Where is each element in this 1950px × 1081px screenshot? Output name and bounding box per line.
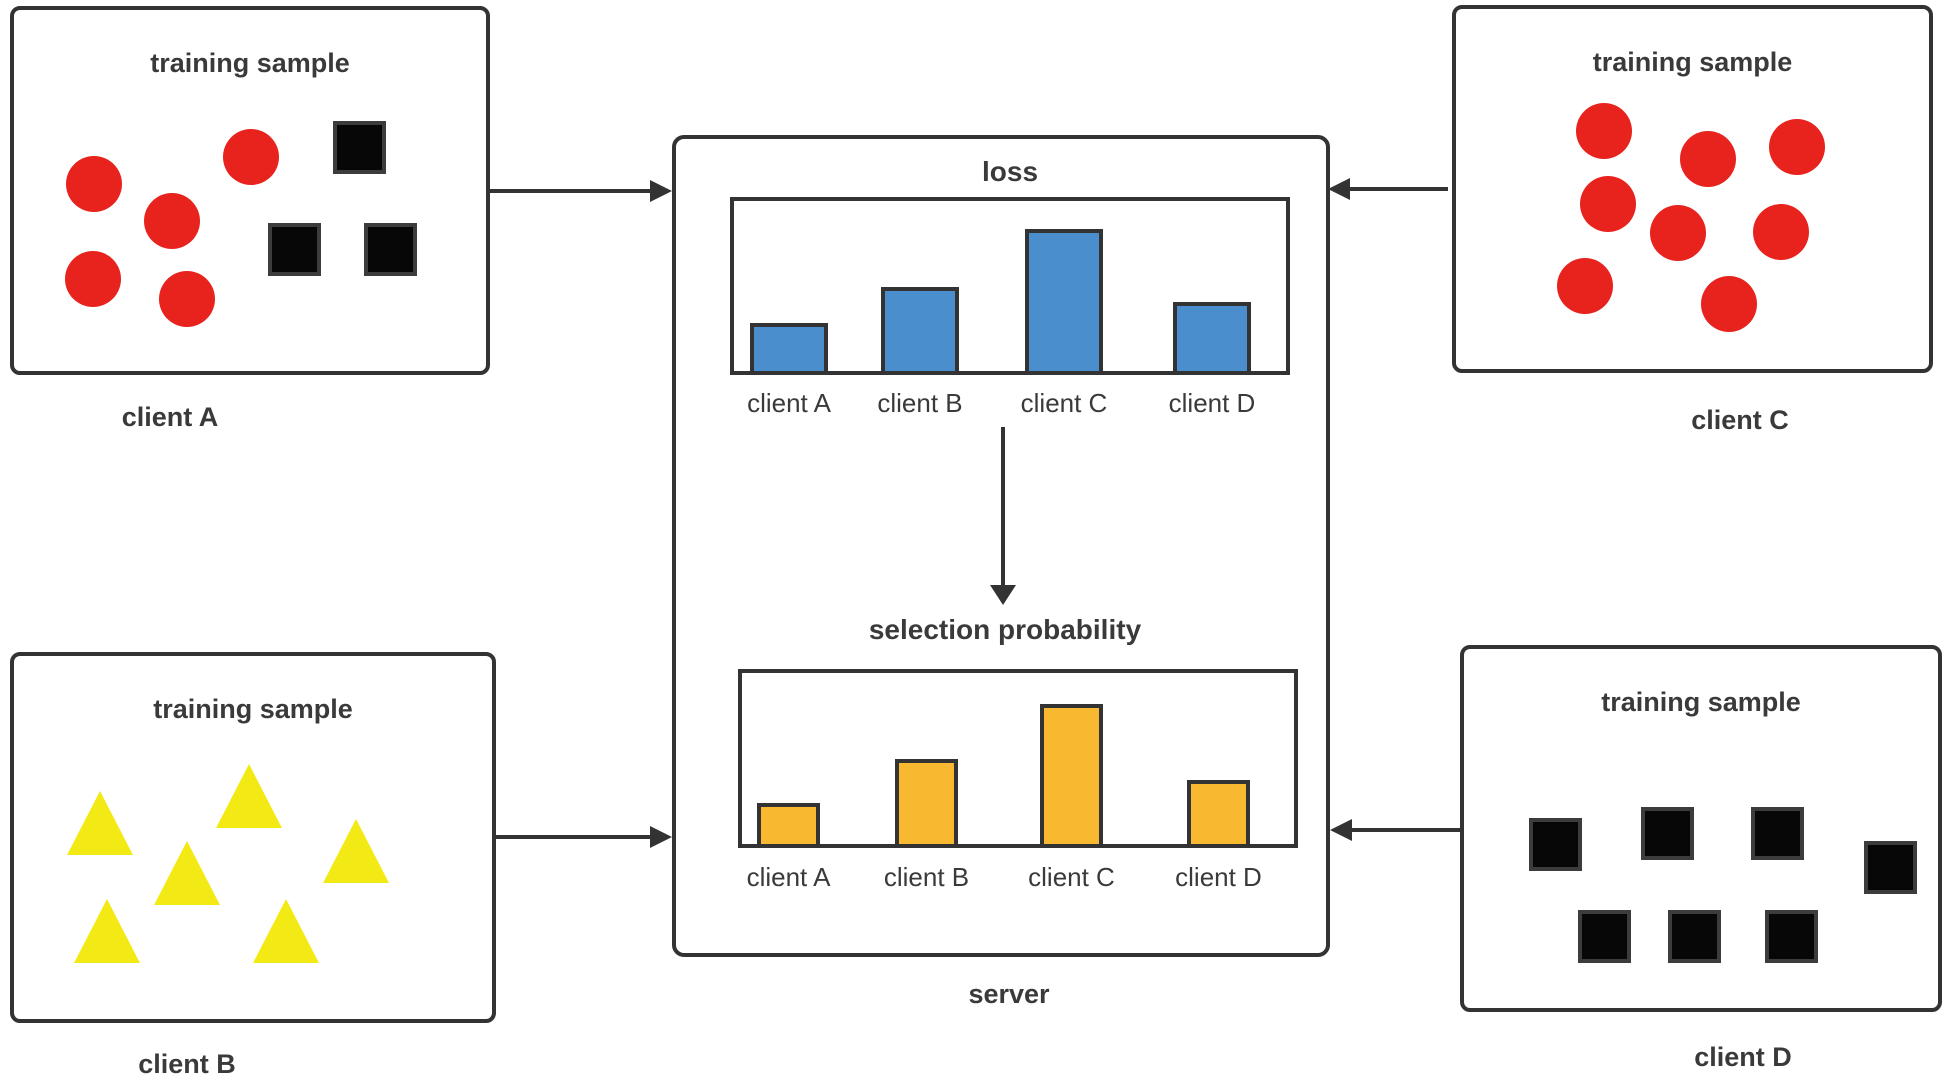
black-square-sample: [1578, 910, 1631, 963]
category-label-client-a: client A: [746, 862, 831, 892]
client-a-to-server-arrowhead-icon: [650, 180, 672, 202]
probability-bar-client-d: [1187, 780, 1250, 844]
client-a-training-sample-title: training sample: [150, 48, 350, 78]
black-square-sample: [1641, 807, 1694, 860]
client-d-label: client D: [1694, 1042, 1792, 1072]
black-square-sample: [1751, 807, 1804, 860]
client-d-to-server-arrow-line: [1352, 828, 1460, 832]
black-square-sample: [1529, 818, 1582, 871]
client-a-label: client A: [121, 402, 219, 432]
yellow-triangle-sample: [216, 764, 282, 828]
red-circle-sample: [1580, 176, 1636, 232]
black-square-sample: [364, 223, 417, 276]
category-label-client-b: client B: [883, 862, 970, 892]
red-circle-sample: [223, 129, 279, 185]
red-circle-sample: [144, 193, 200, 249]
red-circle-sample: [1576, 103, 1632, 159]
red-circle-sample: [1650, 205, 1706, 261]
category-label-client-c: client C: [1020, 388, 1108, 418]
client-b-training-sample-title: training sample: [153, 694, 353, 724]
client-d-to-server-arrowhead-icon: [1330, 819, 1352, 841]
client-c-training-sample-title: training sample: [1592, 47, 1793, 77]
yellow-triangle-sample: [323, 819, 389, 883]
client-b-to-server-arrowhead-icon: [650, 826, 672, 848]
category-label-client-a: client A: [747, 388, 831, 418]
client-d-training-sample-title: training sample: [1601, 687, 1801, 717]
probability-bar-client-a: [757, 803, 820, 844]
category-label-client-c: client C: [1028, 862, 1115, 892]
loss-to-probability-arrow-line: [1001, 427, 1005, 585]
server-label: server: [968, 979, 1050, 1009]
client-a-to-server-arrow-line: [490, 189, 652, 193]
red-circle-sample: [1557, 258, 1613, 314]
red-circle-sample: [1753, 204, 1809, 260]
client-a-box: training sample: [10, 6, 490, 375]
client-c-label: client C: [1691, 405, 1789, 435]
loss-bar-client-a: [750, 323, 828, 371]
yellow-triangle-sample: [154, 841, 220, 905]
loss-bar-client-c: [1025, 229, 1103, 371]
client-d-box: training sample: [1460, 645, 1942, 1012]
red-circle-sample: [1769, 119, 1825, 175]
category-label-client-b: client B: [877, 388, 963, 418]
black-square-sample: [268, 223, 321, 276]
client-b-label: client B: [138, 1049, 236, 1079]
client-b-to-server-arrow-line: [496, 835, 652, 839]
red-circle-sample: [159, 271, 215, 327]
red-circle-sample: [1701, 276, 1757, 332]
client-c-box: training sample: [1452, 5, 1933, 373]
black-square-sample: [333, 121, 386, 174]
client-b-box: training sample: [10, 652, 496, 1023]
category-label-client-d: client D: [1175, 862, 1262, 892]
loss-chart-labels: client A client B client C client D: [730, 388, 1290, 418]
red-circle-sample: [1680, 131, 1736, 187]
selection-probability-chart-labels: client A client B client C client D: [738, 862, 1298, 892]
loss-chart-title: loss: [981, 156, 1039, 187]
loss-bar-client-d: [1173, 302, 1251, 371]
yellow-triangle-sample: [74, 899, 140, 963]
loss-bar-client-b: [881, 287, 959, 371]
probability-bar-client-c: [1040, 704, 1103, 844]
probability-bar-client-b: [895, 759, 958, 844]
black-square-sample: [1668, 910, 1721, 963]
black-square-sample: [1864, 841, 1917, 894]
yellow-triangle-sample: [67, 791, 133, 855]
loss-chart-frame: [730, 197, 1290, 375]
red-circle-sample: [66, 156, 122, 212]
selection-probability-chart-title: selection probability: [868, 614, 1142, 645]
yellow-triangle-sample: [253, 899, 319, 963]
red-circle-sample: [65, 251, 121, 307]
category-label-client-d: client D: [1168, 388, 1256, 418]
black-square-sample: [1765, 910, 1818, 963]
loss-to-probability-arrowhead-icon: [990, 585, 1016, 605]
client-c-to-server-arrowhead-icon: [1328, 178, 1350, 200]
client-c-to-server-arrow-line: [1350, 187, 1448, 191]
selection-probability-chart-frame: [738, 669, 1298, 848]
